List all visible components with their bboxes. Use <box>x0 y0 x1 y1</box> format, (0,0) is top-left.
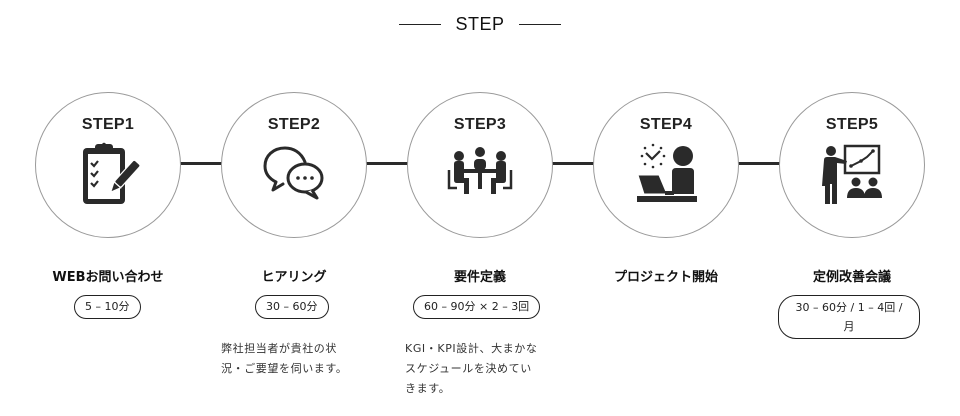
heading-rule-left <box>399 23 442 26</box>
connector-1-2 <box>180 162 224 165</box>
step-circle <box>221 92 367 238</box>
step-number: STEP1 <box>81 116 135 133</box>
connector-3-4 <box>550 162 596 165</box>
section-title: STEP <box>455 14 505 34</box>
description-line: きます。 <box>405 382 451 395</box>
step-4-title: プロジェクト開始 <box>613 270 718 285</box>
speech-bubbles-icon <box>263 146 324 200</box>
step-2-duration: 30 – 60分 <box>255 295 329 319</box>
step-number: STEP4 <box>639 116 693 133</box>
description-line: 況・ご要望を伺います。 <box>221 362 348 375</box>
description-line: KGI・KPI設計、大まかな <box>405 342 538 355</box>
section-heading: STEP <box>0 14 960 35</box>
step-2-title: ヒアリング <box>261 270 327 285</box>
step-1-duration: 5 – 10分 <box>74 295 141 319</box>
meeting-table-icon <box>447 147 513 194</box>
step-circle <box>593 92 739 238</box>
presentation-chart-icon <box>822 144 882 204</box>
description-line: 弊社担当者が貴社の状 <box>221 342 337 355</box>
step-number: STEP3 <box>453 116 507 133</box>
connector-4-5 <box>734 162 780 165</box>
step-3-title: 要件定義 <box>453 270 506 285</box>
person-laptop-clock-icon <box>637 143 697 202</box>
description-line: スケジュールを決めてい <box>405 362 532 375</box>
step-5-duration: 30 – 60分 / 1 – 4回 / 月 <box>778 295 920 339</box>
step-5-title: 定例改善会議 <box>812 270 891 285</box>
step-3-duration: 60 – 90分 × 2 – 3回 <box>413 295 541 319</box>
step-1-title: WEBお問い合わせ <box>52 270 164 285</box>
clipboard-checklist-pen-icon <box>83 142 141 204</box>
connector-2-3 <box>364 162 410 165</box>
step-2-description: 弊社担当者が貴社の状 況・ご要望を伺います。 <box>221 339 381 379</box>
step-3-description: KGI・KPI設計、大まかな スケジュールを決めてい きます。 <box>405 339 565 399</box>
step-number: STEP2 <box>267 116 321 133</box>
heading-rule-right <box>518 23 561 26</box>
step-number: STEP5 <box>825 116 879 133</box>
